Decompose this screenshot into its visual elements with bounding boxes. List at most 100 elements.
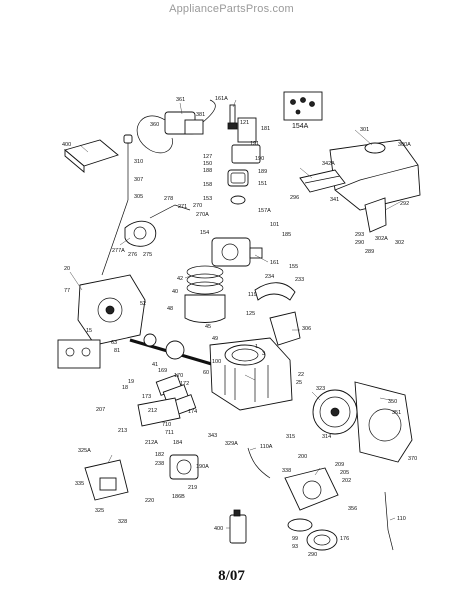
callout-350: 350 xyxy=(388,399,397,405)
callout-202: 202 xyxy=(342,478,351,484)
callout-381: 381 xyxy=(196,112,205,118)
callout-212: 212 xyxy=(148,408,157,414)
engine-block xyxy=(209,337,293,411)
callout-342a: 342A xyxy=(322,161,335,167)
callout-191: 191 xyxy=(250,141,259,147)
callout-41: 41 xyxy=(152,362,158,368)
callout-338: 338 xyxy=(282,468,291,474)
callout-labels: 361 360 381 161A 121 181 191 154A 400 31… xyxy=(62,96,417,558)
callout-301: 301 xyxy=(360,127,369,133)
parts-kit-154a xyxy=(283,91,323,121)
oil-drain-hose xyxy=(247,447,271,479)
base-gasket xyxy=(57,339,101,369)
tank-bracket xyxy=(299,169,346,193)
callout-110a: 110A xyxy=(260,444,273,450)
callout-63: 63 xyxy=(111,340,117,346)
callout-219: 219 xyxy=(188,485,197,491)
callout-125: 125 xyxy=(246,311,255,317)
callout-351: 351 xyxy=(392,410,401,416)
callout-172: 172 xyxy=(180,381,189,387)
callout-161: 161 xyxy=(270,260,279,266)
callout-325: 325 xyxy=(95,508,104,514)
callout-93: 93 xyxy=(292,544,298,550)
dipstick-tube xyxy=(101,134,133,276)
callout-22: 22 xyxy=(298,372,304,378)
callout-238: 238 xyxy=(155,461,164,467)
callout-173: 173 xyxy=(142,394,151,400)
callout-213: 213 xyxy=(118,428,127,434)
callout-270a: 270A xyxy=(196,212,209,218)
callout-205: 205 xyxy=(340,470,349,476)
starter-cup xyxy=(287,518,338,551)
callout-400-oil: 400 xyxy=(214,526,223,532)
ignition-module xyxy=(136,99,216,154)
spark-plug xyxy=(227,104,261,164)
callout-341: 341 xyxy=(330,197,339,203)
callout-711: 711 xyxy=(165,430,174,436)
callout-190a: 190A xyxy=(196,464,209,470)
callout-370: 370 xyxy=(408,456,417,462)
throttle-rod xyxy=(384,491,394,551)
callout-42: 42 xyxy=(177,276,183,282)
callout-154a: 154A xyxy=(292,123,309,130)
callout-3: 3 xyxy=(262,351,265,357)
callout-277a: 277A xyxy=(112,248,125,254)
callout-157a: 157A xyxy=(258,208,271,214)
callout-306: 306 xyxy=(302,326,311,332)
fuel-tank xyxy=(329,139,421,211)
callout-15: 15 xyxy=(86,328,92,334)
callout-170: 170 xyxy=(174,373,183,379)
callout-323: 323 xyxy=(316,386,325,392)
callout-48: 48 xyxy=(167,306,173,312)
callout-400: 400 xyxy=(62,142,71,148)
callout-100: 100 xyxy=(212,359,221,365)
callout-271: 271 xyxy=(178,204,187,210)
intake-tube xyxy=(254,282,296,301)
piston-rings xyxy=(184,265,226,323)
revision-date: 8/07 xyxy=(218,568,245,584)
callout-18: 18 xyxy=(122,385,128,391)
recoil-starter xyxy=(284,467,339,511)
callout-45: 45 xyxy=(205,324,211,330)
callout-101: 101 xyxy=(270,222,279,228)
governor-linkage xyxy=(124,204,191,247)
callout-325a: 325A xyxy=(78,448,91,454)
callout-25: 25 xyxy=(296,380,302,386)
callout-209: 209 xyxy=(335,462,344,468)
callout-293: 293 xyxy=(355,232,364,238)
callout-60: 60 xyxy=(203,370,209,376)
callout-190: 190 xyxy=(255,156,264,162)
callout-19: 19 xyxy=(128,379,134,385)
callout-81: 81 xyxy=(114,348,120,354)
site-watermark: AppliancePartsPros.com xyxy=(169,3,294,15)
callout-296: 296 xyxy=(290,195,299,201)
callout-361: 361 xyxy=(176,97,185,103)
callout-314: 314 xyxy=(322,434,331,440)
control-bracket xyxy=(84,459,129,501)
callout-169: 169 xyxy=(158,368,167,374)
muffler xyxy=(137,397,181,427)
callout-121: 121 xyxy=(240,120,249,126)
callout-184: 184 xyxy=(173,440,182,446)
callout-176: 176 xyxy=(340,536,349,542)
callout-150: 150 xyxy=(203,161,212,167)
callout-161a: 161A xyxy=(215,96,228,102)
callout-343: 343 xyxy=(208,433,217,439)
callout-1: 1 xyxy=(255,344,258,350)
throttle-assembly xyxy=(169,454,199,480)
callout-300a: 300A xyxy=(398,142,411,148)
callout-200: 200 xyxy=(298,454,307,460)
crankcase-cover xyxy=(77,274,146,346)
callout-302: 302 xyxy=(395,240,404,246)
callout-710: 710 xyxy=(162,422,171,428)
callout-278: 278 xyxy=(164,196,173,202)
callout-153: 153 xyxy=(203,196,212,202)
callout-275: 275 xyxy=(143,252,152,258)
callout-119: 119 xyxy=(248,292,257,298)
callout-292: 292 xyxy=(400,201,409,207)
gasket-stack xyxy=(227,169,249,205)
callout-329a: 329A xyxy=(225,441,238,447)
callout-155: 155 xyxy=(289,264,298,270)
callout-188: 188 xyxy=(203,168,212,174)
callout-207: 207 xyxy=(96,407,105,413)
